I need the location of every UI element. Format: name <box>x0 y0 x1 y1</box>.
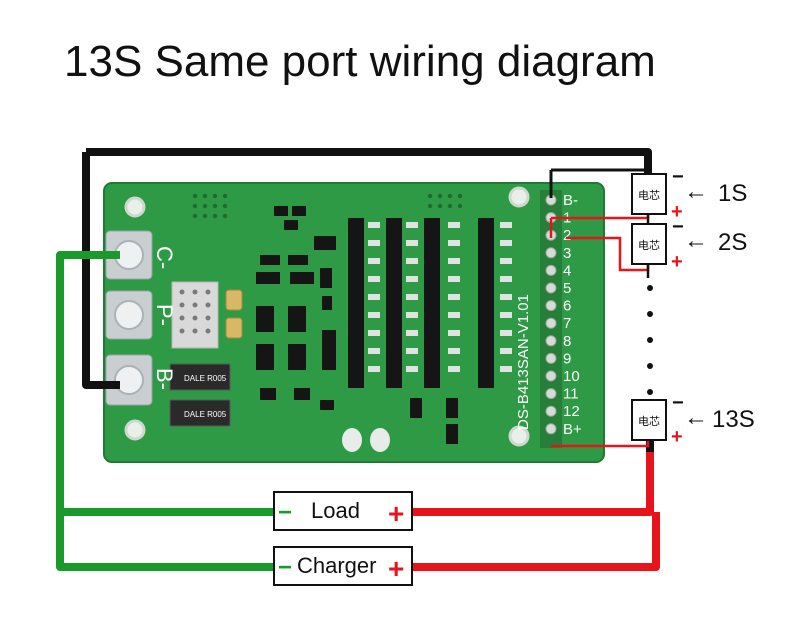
cell-1s-text: 电芯 <box>638 188 660 202</box>
balance-pin-label: 8 <box>563 333 571 350</box>
balance-ic-columns <box>348 218 494 388</box>
mount-hole-bottom-left <box>124 419 146 441</box>
shunt-resistor-1-label: DALE R005 <box>184 374 227 383</box>
balance-pin-hole <box>545 370 557 382</box>
balance-pin-hole <box>545 300 557 312</box>
cell-2s: 电芯 − + ← 2S <box>631 216 747 273</box>
cell-2s-box <box>631 223 667 265</box>
cell-2s-arrow: ← <box>684 227 708 254</box>
cell-2s-text: 电芯 <box>638 238 660 252</box>
balance-pin-hole <box>545 247 557 259</box>
balance-pin-label: 11 <box>563 386 579 403</box>
balance-pin-label: 9 <box>563 350 571 367</box>
pad-c-minus-label: C- <box>152 246 177 269</box>
charger-box-frame <box>273 546 413 586</box>
charger-minus: − <box>278 554 292 581</box>
mount-hole-top-right <box>508 186 530 208</box>
diagram-title: 13S Same port wiring diagram <box>64 37 656 86</box>
load-plus: + <box>388 498 404 529</box>
shunt-resistor-2 <box>169 399 231 427</box>
cell-series-dots <box>647 285 653 395</box>
shunt-resistor-2-label: DALE R005 <box>184 410 227 419</box>
charger-plus: + <box>388 553 404 584</box>
cell-13s-arrow: ← <box>684 404 708 431</box>
pad-p-minus-label: P- <box>152 304 177 326</box>
balance-pin-hole <box>545 317 557 329</box>
balance-pin-label: 10 <box>563 368 580 385</box>
wires <box>56 148 660 571</box>
cell-1s: 电芯 − + ← 1S <box>631 166 747 223</box>
wire-c-minus <box>56 251 274 571</box>
cell-1s-minus: − <box>672 166 684 188</box>
cell-13s-label: 13S <box>712 406 755 433</box>
wire-load-plus <box>412 450 654 516</box>
cell-13s: 电芯 − + ← 13S <box>631 392 755 448</box>
shunt-resistor-1 <box>169 363 231 391</box>
balance-pin-label: 5 <box>563 280 571 297</box>
balance-pin-label: 2 <box>563 227 571 244</box>
cell-2s-label: 2S <box>718 229 747 256</box>
mount-hole-bottom-right <box>508 425 530 447</box>
cell-1s-label: 1S <box>718 180 747 207</box>
cell-2s-minus: − <box>672 216 684 238</box>
balance-pin-label: 12 <box>563 403 580 420</box>
balance-pin-hole <box>545 423 557 435</box>
mount-hole-top-left <box>124 196 146 218</box>
cell-1s-plus: + <box>671 201 683 223</box>
wire-b-minus-top <box>86 148 652 180</box>
terminal-pads: C- P- B- <box>105 230 177 406</box>
balance-pin-label: 6 <box>563 298 571 315</box>
charger-box: − Charger + <box>273 546 413 586</box>
wire-b-minus-board <box>82 152 120 389</box>
charger-label: Charger <box>297 553 376 578</box>
balance-pin-hole <box>545 335 557 347</box>
balance-pin-hole <box>545 282 557 294</box>
cell-1s-arrow: ← <box>684 178 708 205</box>
balance-pin-label: 4 <box>563 262 571 279</box>
cell-13s-text: 电芯 <box>638 414 660 428</box>
cell-2s-plus: + <box>671 251 683 273</box>
load-box: − Load + <box>273 491 413 531</box>
bms-board: DALE R005 DALE R005 <box>103 182 605 463</box>
load-label: Load <box>311 498 360 523</box>
wire-charger-plus <box>412 512 660 571</box>
cell-13s-plus: + <box>671 426 683 448</box>
via-cluster <box>192 193 463 219</box>
balance-pin-hole <box>545 352 557 364</box>
load-box-frame <box>273 491 413 531</box>
cell-1s-box <box>631 173 667 215</box>
balance-pin-hole <box>545 264 557 276</box>
load-minus: − <box>278 499 292 526</box>
cell-13s-box <box>631 399 667 441</box>
balance-pin-label: 7 <box>563 315 571 332</box>
balance-pin-label: 3 <box>563 245 571 262</box>
balance-pin-label: B- <box>563 192 578 209</box>
board-silkscreen: DS-B413SAN-V1.01 <box>515 294 532 430</box>
balance-pin-hole <box>545 388 557 400</box>
pad-b-minus-label: B- <box>152 368 177 390</box>
cell-13s-minus: − <box>672 392 684 414</box>
balance-pin-hole <box>545 405 557 417</box>
balance-pin-label: B+ <box>563 421 582 438</box>
